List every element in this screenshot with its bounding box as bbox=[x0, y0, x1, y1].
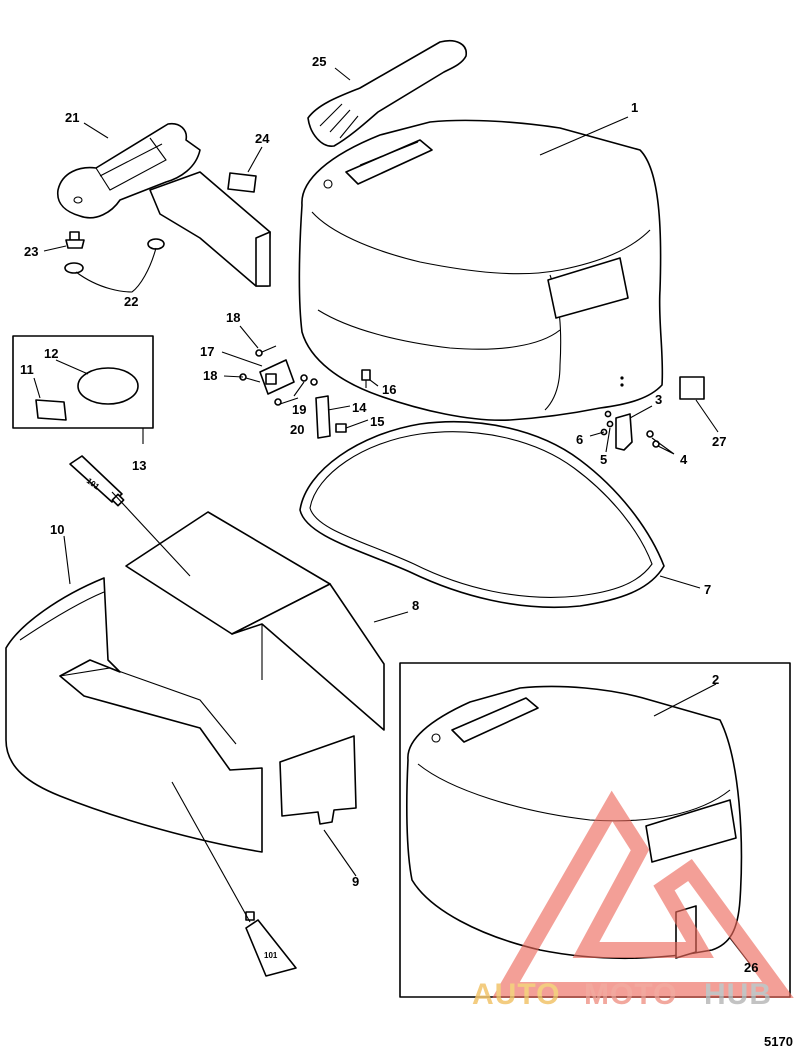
callout-numbers: 1 25 21 24 23 22 12 11 13 18 17 18 19 20… bbox=[20, 54, 758, 975]
callout-26: 26 bbox=[744, 960, 758, 975]
callout-3: 3 bbox=[655, 392, 662, 407]
watermark: AUTO MOTO HUB bbox=[472, 790, 794, 1011]
callout-14: 14 bbox=[352, 400, 367, 415]
washer-part-22b bbox=[147, 238, 165, 250]
figure-number: 5170 bbox=[764, 1034, 793, 1049]
callout-22: 22 bbox=[124, 294, 138, 309]
callout-10: 10 bbox=[50, 522, 64, 537]
callout-24: 24 bbox=[255, 131, 270, 146]
washer-part-22a bbox=[64, 262, 84, 274]
callout-11: 11 bbox=[20, 362, 34, 377]
callout-17: 17 bbox=[200, 344, 214, 359]
screw-part-18b bbox=[239, 373, 261, 383]
washer-part-20 bbox=[274, 398, 282, 406]
callout-7: 7 bbox=[704, 582, 711, 597]
adhesive-tube-bottom bbox=[245, 911, 297, 977]
hook-bracket-part-17 bbox=[259, 359, 295, 395]
callout-18b: 18 bbox=[203, 368, 217, 383]
callout-16: 16 bbox=[382, 382, 396, 397]
callout-23: 23 bbox=[24, 244, 38, 259]
stud-part-16 bbox=[361, 369, 371, 388]
tube-label-bottom: 101 bbox=[264, 951, 278, 960]
o-ring-part-12 bbox=[77, 367, 139, 405]
callout-13: 13 bbox=[132, 458, 146, 473]
top-cowl-part-1 bbox=[298, 119, 664, 422]
callout-2: 2 bbox=[712, 672, 719, 687]
callout-25: 25 bbox=[312, 54, 326, 69]
washers-part-5-6 bbox=[600, 410, 614, 436]
callout-21: 21 bbox=[65, 110, 79, 125]
decal-part-24 bbox=[227, 172, 257, 193]
screw-part-23 bbox=[65, 231, 85, 249]
air-intake-part-21 bbox=[56, 122, 271, 287]
washer-part-19b bbox=[310, 378, 318, 386]
callout-9: 9 bbox=[352, 874, 359, 889]
handle-part-25 bbox=[307, 40, 467, 147]
watermark-hub: HUB bbox=[704, 978, 772, 1011]
bracket-part-3 bbox=[615, 413, 633, 451]
seal-part-11 bbox=[35, 399, 67, 421]
callout-12: 12 bbox=[44, 346, 58, 361]
callout-15: 15 bbox=[370, 414, 384, 429]
foam-piece-part-9 bbox=[279, 735, 357, 825]
screw-part-18a bbox=[255, 345, 277, 357]
top-cowl-part-2 bbox=[406, 685, 743, 960]
foam-panel-part-10 bbox=[5, 577, 263, 853]
bolt-part-15 bbox=[335, 423, 347, 433]
inset-box-part-13 bbox=[12, 335, 154, 429]
callout-1: 1 bbox=[631, 100, 638, 115]
adhesive-tube-top bbox=[69, 455, 125, 507]
callout-6: 6 bbox=[576, 432, 583, 447]
callout-4: 4 bbox=[680, 452, 688, 467]
callout-8: 8 bbox=[412, 598, 419, 613]
foam-panel-part-8 bbox=[125, 511, 385, 731]
callout-20: 20 bbox=[290, 422, 304, 437]
callout-19: 19 bbox=[292, 402, 306, 417]
callout-27: 27 bbox=[712, 434, 726, 449]
latch-plate-part-14 bbox=[315, 395, 331, 439]
watermark-moto: MOTO bbox=[584, 978, 677, 1011]
seal-part-7 bbox=[299, 421, 665, 609]
decal-part-27 bbox=[679, 376, 705, 400]
watermark-auto: AUTO bbox=[472, 978, 560, 1011]
washer-part-19a bbox=[300, 374, 308, 382]
callout-18a: 18 bbox=[226, 310, 240, 325]
callout-5: 5 bbox=[600, 452, 607, 467]
